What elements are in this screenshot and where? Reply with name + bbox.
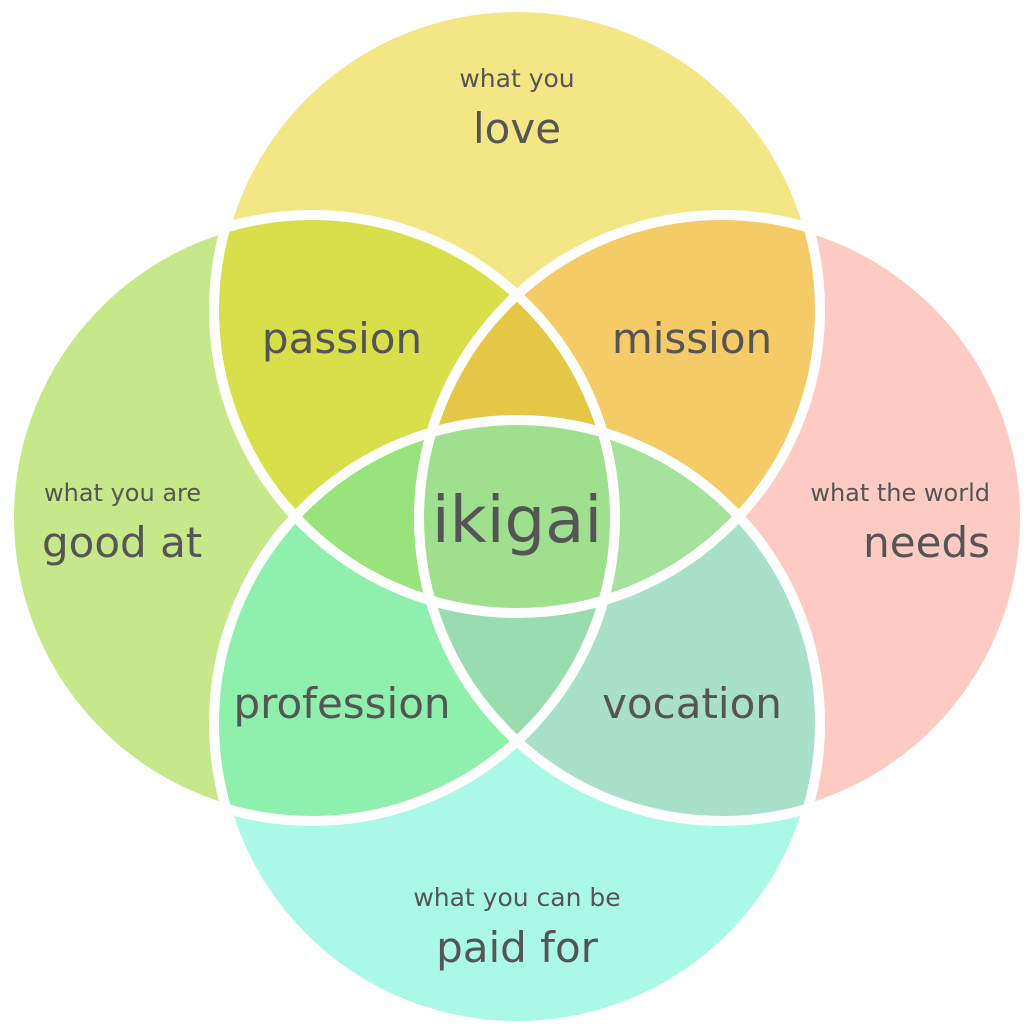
good-at-big-label: good at — [42, 518, 202, 567]
world-needs-small-label: what the world — [810, 479, 990, 507]
world-needs-big-label: needs — [863, 518, 990, 567]
mission-label: mission — [612, 314, 772, 363]
outline-paid — [209, 415, 825, 1031]
profession-label: profession — [233, 679, 450, 728]
paid-for-big-label: paid for — [436, 923, 599, 972]
outline-world — [414, 210, 1030, 826]
paid-for-small-label: what you can be — [413, 883, 620, 912]
outline-love — [209, 2, 825, 618]
lens-top — [419, 215, 615, 613]
outline-good — [4, 210, 620, 826]
love-small-label: what you — [459, 64, 574, 93]
passion-label: passion — [262, 314, 422, 363]
vocation-label: vocation — [602, 679, 782, 728]
love-big-label: love — [473, 104, 561, 153]
good-at-small-label: what you are — [44, 479, 201, 507]
lens-bottom — [419, 420, 615, 821]
ikigai-label: ikigai — [432, 484, 602, 558]
